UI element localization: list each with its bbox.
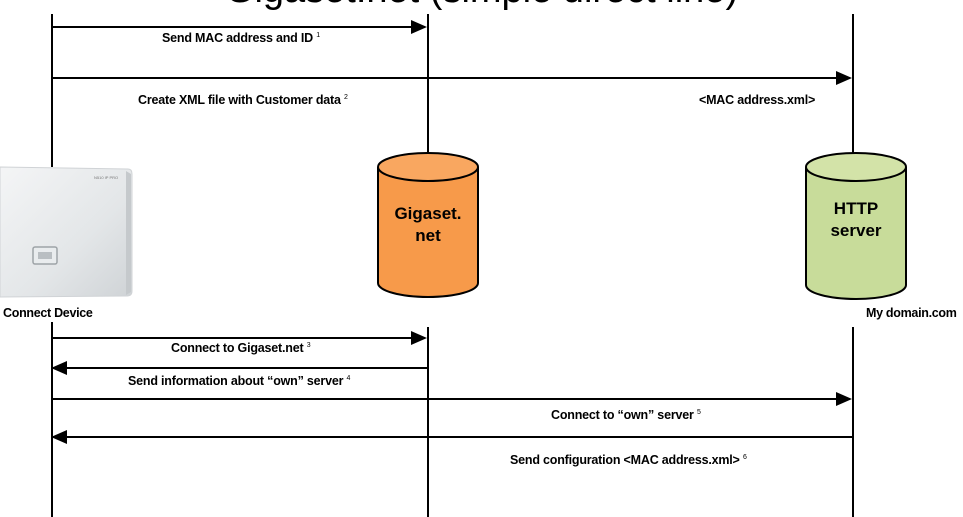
msg-connect-gigaset: Connect to Gigaset.net 3 — [171, 341, 311, 355]
lifeline-http-bottom — [852, 327, 854, 517]
device-label: Connect Device — [3, 306, 93, 320]
connect-device: N510 IP PRO — [0, 165, 133, 301]
database-cylinder-icon — [377, 152, 479, 298]
arrow-connect-gigaset — [53, 331, 427, 345]
http-label: HTTP server — [830, 199, 882, 240]
device-model-text: N510 IP PRO — [94, 175, 119, 180]
arrow-send-config — [51, 430, 852, 444]
title-text: Gigaset.net (simple direct line) — [225, 0, 738, 11]
lifeline-device-top — [51, 14, 53, 167]
arrow-send-info — [51, 361, 427, 375]
gigaset-label: Gigaset. net — [394, 204, 462, 245]
msg-send-mac: Send MAC address and ID 1 — [162, 31, 320, 45]
msg-send-config: Send configuration <MAC address.xml> 6 — [510, 453, 747, 467]
base-station-icon — [0, 166, 133, 298]
domain-label: My domain.com — [866, 306, 957, 320]
database-cylinder-icon — [805, 152, 907, 300]
msg-connect-own: Connect to “own” server 5 — [551, 408, 701, 422]
diagram-title: Gigaset.net (simple direct line) — [0, 0, 963, 10]
msg-create-xml: Create XML file with Customer data 2 — [138, 93, 348, 107]
http-server-node: HTTP server — [803, 150, 909, 302]
msg-mac-xml: <MAC address.xml> — [699, 93, 816, 107]
arrow-connect-own — [53, 392, 852, 406]
lifeline-device-bottom — [51, 322, 53, 517]
lifeline-http-top — [852, 14, 854, 154]
arrow-create-xml — [53, 71, 852, 85]
gigaset-net-node: Gigaset. net — [375, 150, 481, 300]
lifeline-gigaset-bottom — [427, 327, 429, 517]
arrow-send-mac — [53, 20, 427, 34]
msg-send-info: Send information about “own” server 4 — [128, 374, 351, 388]
lifeline-gigaset-top — [427, 14, 429, 154]
